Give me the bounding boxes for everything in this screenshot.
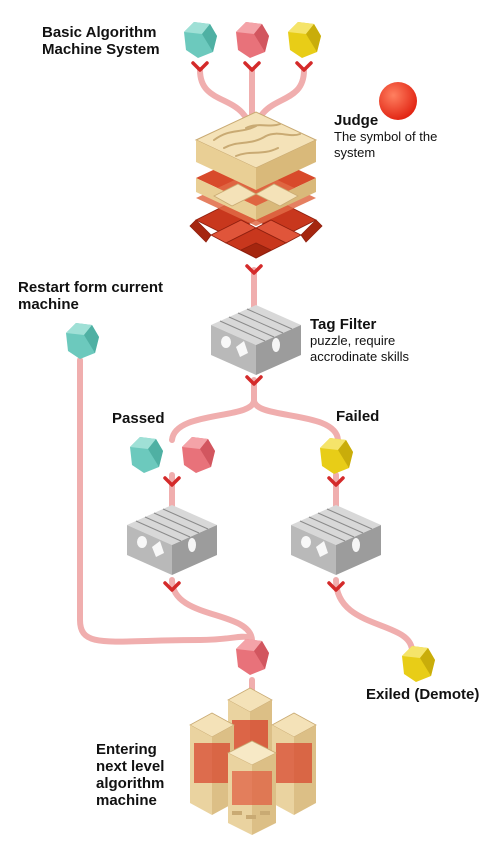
chevron-down-icon — [327, 476, 345, 487]
tower-left — [189, 712, 235, 815]
output-pink-block-icon — [236, 639, 269, 675]
yellow-block-icon — [288, 22, 321, 58]
entering-line-2: next level — [96, 758, 165, 775]
entering-label: Entering next level algorithm machine — [96, 741, 164, 809]
path-restart — [77, 357, 255, 648]
judge-label: Judge The symbol of the system — [334, 112, 437, 161]
failed-yellow-block-icon — [320, 438, 353, 474]
exiled-yellow-block-icon — [402, 646, 435, 682]
restart-line-2: machine — [18, 296, 79, 313]
tag-filter-title: Tag Filter — [310, 316, 377, 333]
top-blocks — [184, 22, 321, 58]
chevron-down-icon — [243, 61, 261, 72]
title-line-2: Machine System — [42, 41, 160, 58]
teal-block-icon — [184, 22, 217, 58]
restart-line-1: Restart form current — [18, 279, 164, 296]
path-split-left — [169, 397, 257, 443]
title-label: Basic Algorithm Machine System — [42, 24, 160, 58]
failed-label: Failed — [336, 408, 380, 425]
chevron-down-icon — [245, 264, 263, 275]
entering-line-3: algorithm — [96, 775, 165, 792]
tag-filter-top — [211, 305, 301, 375]
chevron-down-icon — [163, 581, 181, 592]
passed-label: Passed — [112, 410, 165, 427]
chevron-down-icon — [191, 61, 209, 72]
path-right-filter-out — [333, 577, 415, 653]
entering-line-1: Entering — [96, 741, 157, 758]
chevron-down-icon — [163, 476, 181, 487]
judge-desc-line-1: The symbol of the — [334, 129, 438, 144]
restart-teal-block-icon — [66, 323, 99, 359]
passed-teal-block-icon — [130, 437, 163, 473]
path-left-filter-out — [169, 577, 255, 643]
judge-sphere-icon — [379, 82, 417, 120]
chevron-down-icon — [327, 581, 345, 592]
passed-pink-block-icon — [182, 437, 215, 473]
entering-line-4: machine — [96, 792, 157, 809]
restart-label: Restart form current machine — [18, 279, 163, 313]
tower-right — [271, 712, 317, 815]
exiled-label: Exiled (Demote) — [366, 686, 480, 703]
tag-filter-line-2: accrodinate skills — [310, 349, 409, 364]
tag-filter-line-1: puzzle, require — [310, 333, 396, 348]
cream-maze-stack — [194, 111, 318, 220]
tag-filter-label: Tag Filter puzzle, require accrodinate s… — [310, 316, 409, 365]
chevron-down-icon — [245, 375, 263, 386]
title-line-1: Basic Algorithm — [42, 24, 157, 41]
pink-block-icon — [236, 22, 269, 58]
chevron-down-icon — [295, 61, 313, 72]
tag-filter-passed — [127, 505, 217, 575]
chevrons — [163, 61, 345, 592]
judge-machine — [189, 111, 323, 259]
tower-front — [227, 740, 277, 835]
path-split-right — [251, 397, 341, 443]
next-level-machine — [189, 687, 317, 835]
judge-title: Judge — [334, 112, 379, 129]
tag-filter-failed — [291, 505, 381, 575]
judge-desc-line-2: system — [334, 145, 376, 160]
